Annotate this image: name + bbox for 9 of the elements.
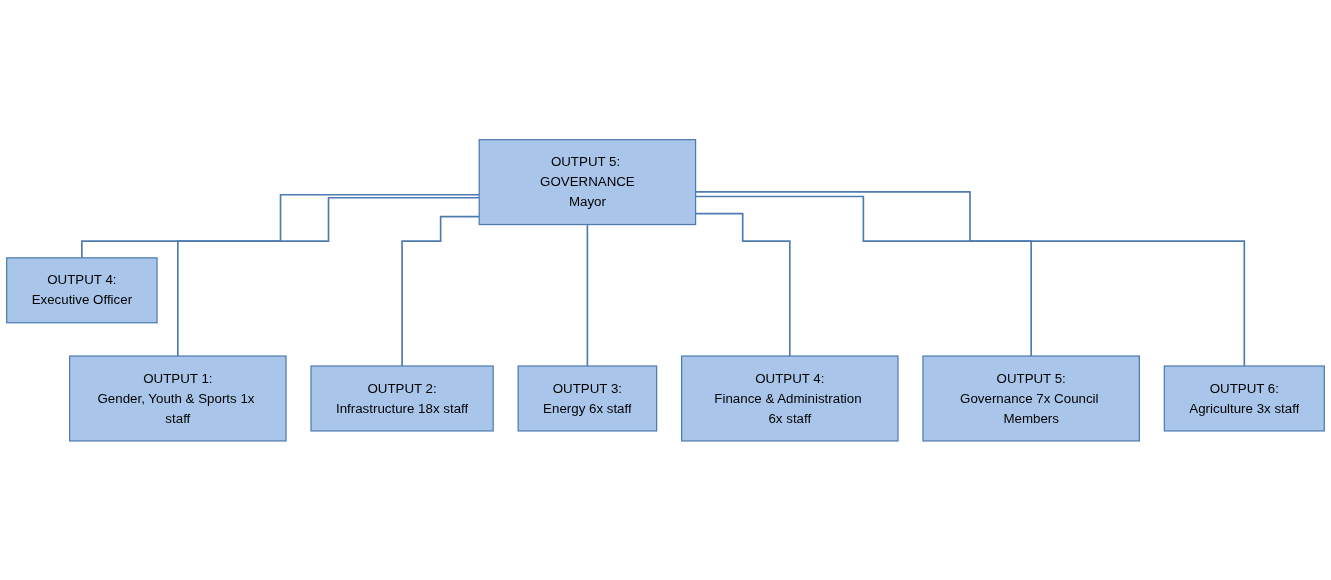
node-box: OUTPUT 4: Executive Officer xyxy=(6,256,158,324)
node-box: OUTPUT 5: Governance 7x Council Members xyxy=(922,355,1140,442)
node-box: OUTPUT 4: Finance & Administration 6x staff xyxy=(681,355,899,442)
node-box: OUTPUT 6: Agriculture 3x staff xyxy=(1163,365,1325,432)
node-box: OUTPUT 2: Infrastructure 18x staff xyxy=(310,365,494,432)
node-box: OUTPUT 3: Energy 6x staff xyxy=(517,365,658,432)
node-box: OUTPUT 5: GOVERNANCE Mayor xyxy=(478,138,697,225)
node-box: OUTPUT 1: Gender, Youth & Sports 1x staff xyxy=(69,355,287,442)
connector xyxy=(586,223,589,367)
